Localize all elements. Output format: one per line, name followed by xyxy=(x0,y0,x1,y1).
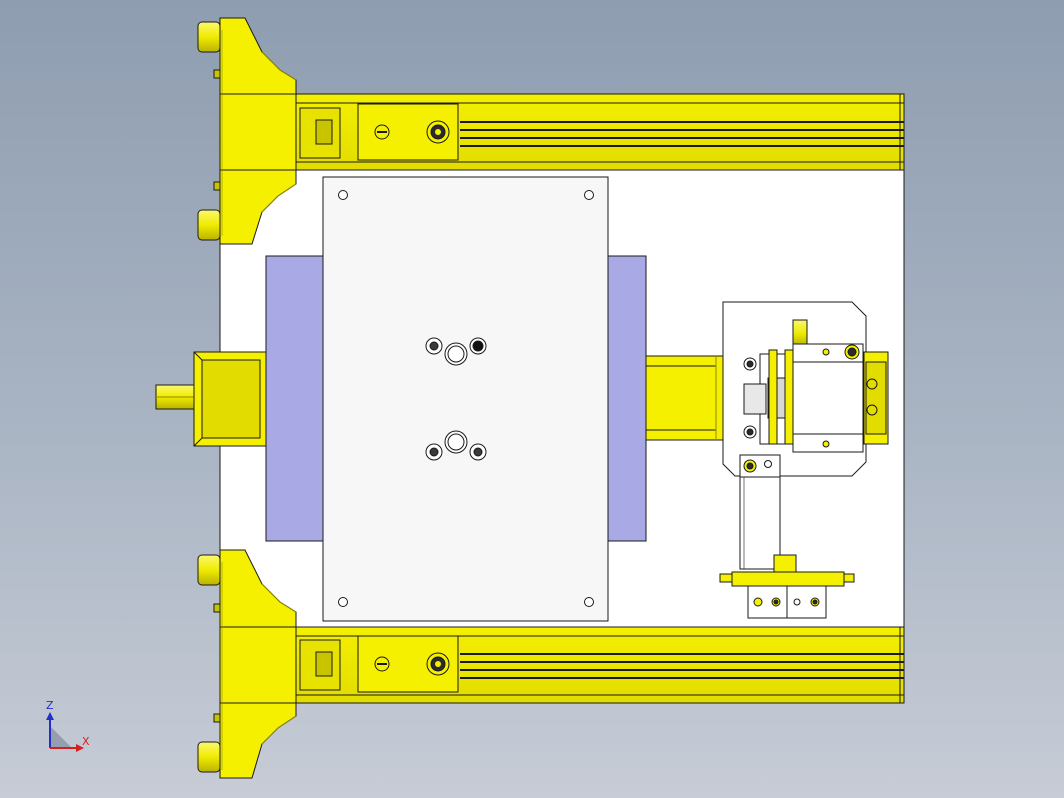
triad-z-label: Z xyxy=(46,699,54,712)
bottom-linear-rail xyxy=(294,626,905,704)
left-cylinder xyxy=(155,351,267,447)
gripper-assembly xyxy=(722,301,889,477)
orientation-triad[interactable] xyxy=(46,712,84,752)
fixture-plate xyxy=(322,176,609,622)
upper-foot-bracket xyxy=(197,17,297,245)
triad-z-arrowhead xyxy=(46,712,54,720)
lower-foot-bracket xyxy=(197,549,297,779)
triad-x-arrowhead xyxy=(76,744,84,752)
right-cylinder-rod xyxy=(645,355,727,441)
top-linear-rail xyxy=(294,93,905,171)
right-guide-pad xyxy=(607,255,647,542)
left-guide-pad xyxy=(265,255,325,542)
sensor-bracket xyxy=(719,454,855,619)
triad-x-label: X xyxy=(82,735,90,748)
triad-xz-plane-marker xyxy=(50,726,72,748)
